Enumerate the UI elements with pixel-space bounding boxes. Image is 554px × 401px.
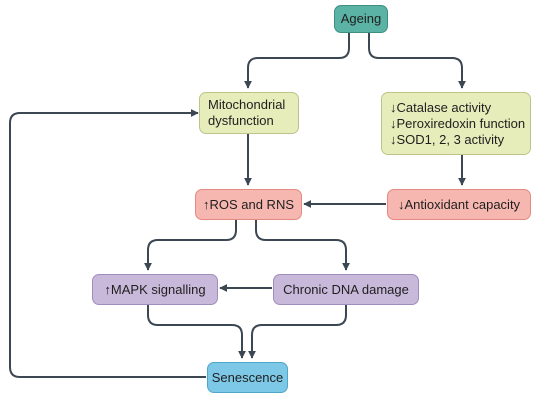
node-ageing-label: Ageing [340,11,382,26]
arrow-mapk-to-senescence [147,305,246,359]
node-ageing: Ageing [334,5,388,33]
node-dna-label: Chronic DNA damage [283,281,409,297]
node-enzyme-activity: ↓Catalase activity ↓Peroxiredoxin functi… [381,92,531,155]
node-enzymes-line-3: ↓SOD1, 2, 3 activity [390,131,505,147]
arrow-ageing-to-mito [244,33,350,89]
arrow-ros-to-mapk [144,220,237,271]
node-antiox-label: ↓Antioxidant capacity [397,196,521,212]
arrow-senescence-to-mito [9,109,206,378]
node-mapk-signalling: ↑MAPK signalling [92,274,218,305]
node-mito-line-1: Mitochondrial [208,97,286,112]
node-senescence: Senescence [207,362,288,393]
node-enzymes-line-2: ↓Peroxiredoxin function [390,115,526,131]
node-mito-line-2: dysfunction [208,113,274,128]
node-enzymes-line-1: ↓Catalase activity [390,99,492,115]
arrow-ros-to-dna [255,220,350,271]
node-ros-label: ↑ROS and RNS [202,196,295,212]
node-antioxidant-capacity: ↓Antioxidant capacity [387,189,531,220]
arrow-dna-to-senescence [248,305,347,359]
arrow-ageing-to-enzymes [368,33,466,89]
node-senescence-label: Senescence [211,369,284,385]
node-mitochondrial-dysfunction: Mitochondrial dysfunction [199,92,299,134]
node-ros-rns: ↑ROS and RNS [195,189,302,220]
node-chronic-dna-damage: Chronic DNA damage [273,274,419,305]
node-mapk-label: ↑MAPK signalling [104,281,206,297]
